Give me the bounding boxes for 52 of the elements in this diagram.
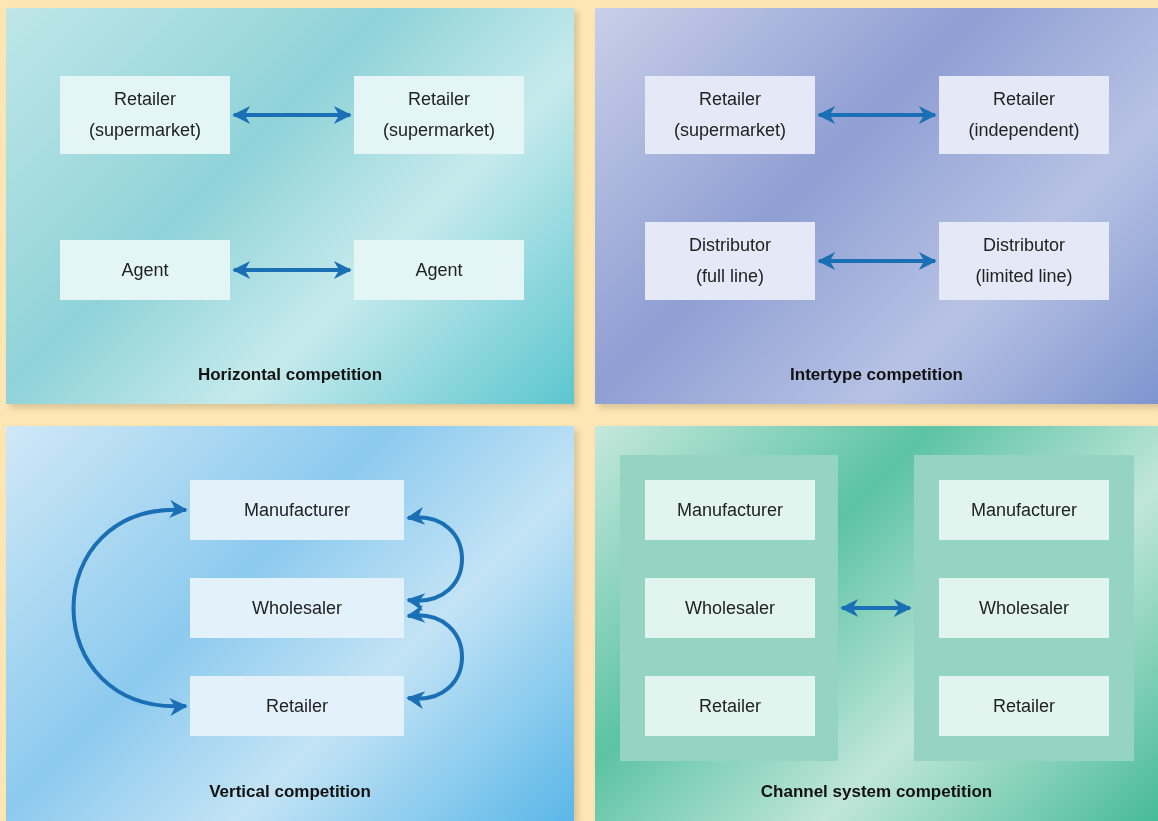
panel-caption: Vertical competition xyxy=(208,780,372,803)
entity-box xyxy=(645,676,815,736)
entity-label: Manufacturer xyxy=(243,498,351,522)
entity-box xyxy=(645,76,815,154)
panel xyxy=(6,426,574,821)
double-arrow xyxy=(817,106,937,124)
entity-label: Wholesaler xyxy=(978,596,1069,620)
panel-caption: Channel system competition xyxy=(759,780,994,803)
entity-label: Retailer xyxy=(266,694,328,718)
entity-box xyxy=(645,480,815,540)
double-arrow xyxy=(840,599,912,617)
panel xyxy=(6,8,574,404)
entity-box xyxy=(60,76,230,154)
entity-box xyxy=(939,222,1109,300)
entity-label: Agent xyxy=(121,258,169,282)
entity-label: Manufacturer xyxy=(676,498,784,522)
entity-box xyxy=(354,76,524,154)
entity-label: Retailer (supermarket) xyxy=(673,88,787,142)
entity-box xyxy=(939,76,1109,154)
double-arrow xyxy=(406,606,464,708)
panel xyxy=(595,426,1158,821)
entity-label: Agent xyxy=(415,258,463,282)
double-arrow xyxy=(406,508,464,610)
entity-box xyxy=(354,240,524,300)
entity-label: Wholesaler xyxy=(251,596,342,620)
entity-box xyxy=(60,240,230,300)
entity-box xyxy=(645,222,815,300)
entity-box xyxy=(190,480,404,540)
entity-label: Distributor (limited line) xyxy=(974,234,1074,288)
double-arrow xyxy=(71,501,188,715)
entity-label: Retailer xyxy=(699,694,761,718)
double-arrow xyxy=(817,252,937,270)
entity-label: Retailer xyxy=(993,694,1055,718)
panel xyxy=(595,8,1158,404)
double-arrow xyxy=(232,106,352,124)
panel-caption: Intertype competition xyxy=(789,363,964,386)
entity-box xyxy=(939,480,1109,540)
entity-box xyxy=(190,676,404,736)
double-arrow xyxy=(232,261,352,279)
entity-label: Retailer (supermarket) xyxy=(88,88,202,142)
entity-label: Wholesaler xyxy=(684,596,775,620)
entity-label: Distributor (full line) xyxy=(688,234,772,288)
entity-box xyxy=(939,676,1109,736)
entity-box xyxy=(190,578,404,638)
entity-label: Retailer (supermarket) xyxy=(382,88,496,142)
entity-box xyxy=(645,578,815,638)
entity-label: Retailer (independent) xyxy=(967,88,1081,142)
entity-box xyxy=(939,578,1109,638)
entity-label: Manufacturer xyxy=(970,498,1078,522)
channel-band xyxy=(620,455,838,761)
channel-band xyxy=(914,455,1134,761)
panel-caption: Horizontal competition xyxy=(196,363,384,386)
